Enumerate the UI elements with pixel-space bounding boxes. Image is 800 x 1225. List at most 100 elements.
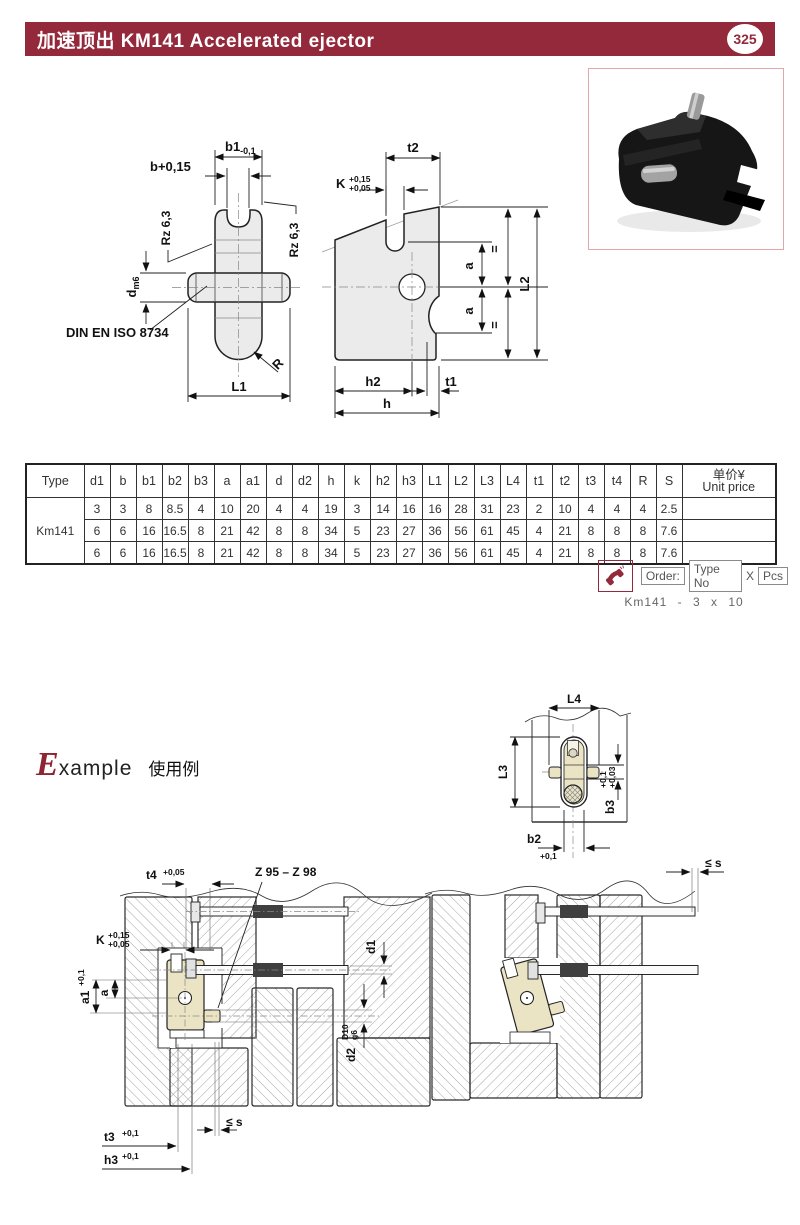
- dim-t4-label: t4: [146, 868, 157, 882]
- col-t3: t3: [577, 463, 605, 498]
- page-header-bar: 加速顶出 KM141 Accelerated ejector: [25, 22, 775, 56]
- equal-lower-label: =: [487, 321, 502, 329]
- unit-price-en: Unit price: [702, 480, 756, 494]
- dim-h3-tol: +0,1: [122, 1151, 139, 1161]
- col-type: Type: [25, 463, 85, 498]
- dim-l2-label: L2: [517, 276, 532, 291]
- col-L3: L3: [473, 463, 501, 498]
- ejector-top-view: [548, 736, 600, 808]
- rod-head: [185, 958, 197, 979]
- dim-k-tol-upper: +0,15: [349, 174, 371, 184]
- z-range-label: Z 95 – Z 98: [255, 865, 317, 879]
- col-d: d: [265, 463, 293, 498]
- dim-d2-fit-lower: g6: [349, 1030, 359, 1040]
- front-view: b1-0,1 b+0,15 Rz 6,3 Rz 6,3 dm6 DIN EN I…: [66, 139, 302, 402]
- dim-t1-label: t1: [445, 374, 457, 389]
- type-no-label: Type No: [688, 560, 742, 592]
- mold-plates-ejected: [431, 894, 643, 1101]
- side-view: t2 K +0,15 +0,05 a = a = L2 h2 t1 h: [321, 140, 548, 418]
- col-b2: b2: [161, 463, 189, 498]
- col-S: S: [655, 463, 683, 498]
- equal-upper-label: =: [487, 245, 502, 253]
- dim-d1-label: d1: [364, 940, 378, 954]
- dim-h3-label: h3: [104, 1153, 118, 1167]
- dim-a1-tol: +0,1: [76, 969, 86, 986]
- col-a: a: [213, 463, 241, 498]
- din-standard-label: DIN EN ISO 8734: [66, 325, 169, 340]
- col-a1: a1: [239, 463, 267, 498]
- example-title: E xample 使用例: [36, 746, 199, 784]
- col-d1: d1: [83, 463, 111, 498]
- dim-k-label-example: K: [96, 933, 105, 947]
- col-L4: L4: [499, 463, 527, 498]
- order-info: Order: Type No X Pcs Km141 - 3 x 10: [598, 560, 788, 609]
- col-h: h: [317, 463, 345, 498]
- dim-a-upper-label: a: [461, 262, 476, 270]
- dim-t3-label: t3: [104, 1130, 115, 1144]
- dim-a-lower-label: a: [461, 307, 476, 315]
- dim-t4-tol: +0,05: [163, 867, 185, 877]
- dim-k-tol-lower: +0,05: [349, 183, 371, 193]
- example-title-rest: xample: [58, 757, 133, 780]
- order-example-line: Km141 - 3 x 10: [624, 595, 744, 609]
- dim-l1-label: L1: [231, 379, 246, 394]
- spec-table: Type d1 b b1 b2 b3 a a1 d d2 h k h2 h3 L…: [25, 463, 777, 565]
- dim-d2-label: d2: [344, 1048, 358, 1062]
- unit-price-cn: 单价¥: [712, 468, 745, 482]
- dim-r-label: R: [269, 355, 287, 373]
- col-b: b: [109, 463, 137, 498]
- product-photo: [588, 68, 784, 250]
- price-cell: [681, 519, 777, 542]
- col-L2: L2: [447, 463, 475, 498]
- page-number-badge: 325: [727, 24, 763, 54]
- table-header-row: Type d1 b b1 b2 b3 a a1 d d2 h k h2 h3 L…: [25, 463, 777, 498]
- phone-icon: [606, 565, 625, 586]
- dim-l4-label: L4: [567, 692, 581, 706]
- dim-d-label: dm6: [124, 277, 141, 298]
- order-x-label: X: [745, 569, 754, 583]
- dim-l3-label: L3: [496, 765, 510, 779]
- example-section-after: ≤ s: [424, 856, 724, 1101]
- product-photo-drawing: [617, 92, 775, 232]
- broken-edge-line: [119, 882, 433, 906]
- example-section-before: t4 +0,05 Z 95 – Z 98 K +0,15 +0,05 a a1 …: [76, 865, 433, 1174]
- col-h2: h2: [369, 463, 397, 498]
- dim-k-label: K: [336, 176, 346, 191]
- roughness-right-label: Rz 6,3: [287, 222, 301, 257]
- broken-edge-line-right: [424, 880, 696, 904]
- dim-d2-fit-upper: D10: [340, 1024, 350, 1040]
- col-b1: b1: [135, 463, 163, 498]
- dim-k-tol-lower-example: +0,05: [108, 939, 130, 949]
- example-top-view: L4 L3 b3 +0,1 +0,03 b2 +0,1: [496, 692, 632, 861]
- page-number: 325: [733, 31, 757, 47]
- example-title-cn: 使用例: [148, 760, 200, 779]
- col-t2: t2: [551, 463, 579, 498]
- page-title: 加速顶出 KM141 Accelerated ejector: [37, 30, 375, 52]
- dim-b3-tol-lower: +0,03: [607, 766, 617, 788]
- dim-b3-label: b3: [603, 800, 617, 814]
- col-d2: d2: [291, 463, 319, 498]
- col-t4: t4: [603, 463, 631, 498]
- ejector-body-photo: [618, 92, 775, 226]
- dim-a-label-example: a: [97, 989, 111, 996]
- price-cell: [681, 497, 777, 520]
- dim-b3-tol-upper: +0,1: [598, 771, 608, 788]
- ejector-part-tilted: [500, 957, 565, 1036]
- col-R: R: [629, 463, 657, 498]
- stroke-limit-label-right: ≤ s: [705, 856, 722, 870]
- technical-views: b1-0,1 b+0,15 Rz 6,3 Rz 6,3 dm6 DIN EN I…: [66, 139, 548, 418]
- col-k: k: [343, 463, 371, 498]
- dim-b-label: b+0,15: [150, 159, 191, 174]
- dim-a1-label: a1: [78, 990, 92, 1004]
- extension-lines: [90, 888, 392, 1174]
- phone-icon-box: [598, 560, 633, 592]
- centerlines-front: [172, 193, 302, 378]
- dim-t3-tol: +0,1: [122, 1128, 139, 1138]
- cross-pin-front: [187, 272, 291, 303]
- example-title-initial: E: [36, 746, 59, 783]
- col-h3: h3: [395, 463, 423, 498]
- side-dim-lines: [334, 152, 548, 418]
